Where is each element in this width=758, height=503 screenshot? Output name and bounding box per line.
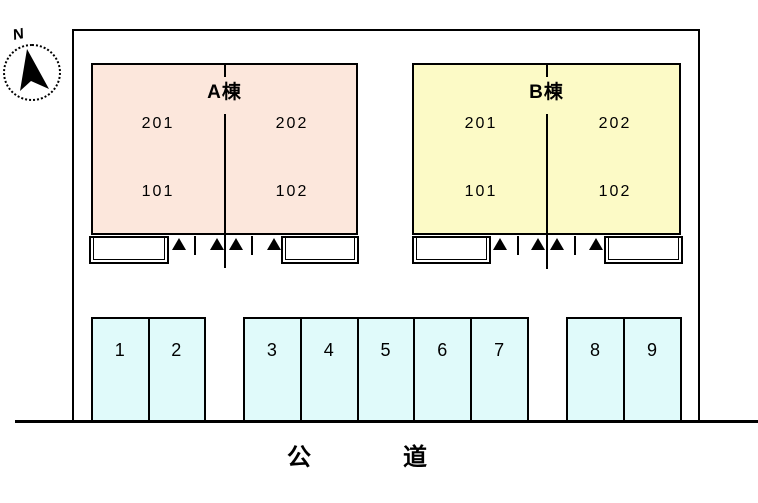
entrance-tick — [194, 236, 196, 255]
parking-space-6: 6 — [413, 319, 471, 420]
building-a-top-tick — [224, 64, 226, 77]
parking-space-5: 5 — [356, 319, 414, 420]
north-arrow-icon — [20, 49, 49, 91]
road-label-left: 公 — [287, 444, 311, 471]
porch-inner-line — [416, 237, 487, 260]
porch-a-left — [89, 236, 169, 264]
entrance-triangle-icon — [493, 238, 507, 250]
entrance-tick — [251, 236, 253, 255]
room-label-a-201: 201 — [141, 115, 175, 132]
room-label-a-202: 202 — [275, 115, 309, 132]
entrance-triangle-icon — [210, 238, 224, 250]
entrance-triangle-icon — [229, 238, 243, 250]
parking-group-1: 1 2 — [91, 317, 206, 422]
entrance-triangle-icon — [531, 238, 545, 250]
parking-space-9: 9 — [623, 319, 680, 420]
parking-space-3: 3 — [245, 319, 300, 420]
entrance-tick — [574, 236, 576, 255]
road-label-right: 道 — [403, 444, 427, 471]
building-b-top-tick — [546, 64, 548, 77]
porch-inner-line — [93, 237, 165, 260]
parking-group-2: 3 4 5 6 7 — [243, 317, 529, 422]
room-label-b-101: 101 — [464, 183, 498, 200]
building-a-divider — [224, 114, 226, 268]
entrance-triangle-icon — [267, 238, 281, 250]
room-label-b-102: 102 — [598, 183, 632, 200]
room-label-b-201: 201 — [464, 115, 498, 132]
parking-space-4: 4 — [299, 319, 357, 420]
parking-group-3: 8 9 — [566, 317, 682, 422]
compass — [3, 44, 61, 101]
parking-space-1: 1 — [93, 319, 148, 420]
porch-inner-line — [285, 237, 355, 260]
building-b-divider — [546, 114, 548, 269]
porch-inner-line — [608, 237, 679, 260]
entrance-triangle-icon — [550, 238, 564, 250]
parking-space-2: 2 — [147, 319, 204, 420]
site-outline — [72, 29, 700, 421]
room-label-a-102: 102 — [275, 183, 309, 200]
room-label-a-101: 101 — [141, 183, 175, 200]
building-a-title: A棟 — [207, 82, 242, 103]
entrance-triangle-icon — [589, 238, 603, 250]
porch-b-left — [412, 236, 491, 264]
compass-north-label: N — [12, 24, 25, 45]
porch-a-right — [281, 236, 359, 264]
entrance-tick — [517, 236, 519, 255]
parking-space-8: 8 — [568, 319, 623, 420]
room-label-b-202: 202 — [598, 115, 632, 132]
entrance-triangle-icon — [172, 238, 186, 250]
parking-space-7: 7 — [470, 319, 527, 420]
porch-b-right — [604, 236, 683, 264]
building-b-title: B棟 — [529, 82, 564, 103]
